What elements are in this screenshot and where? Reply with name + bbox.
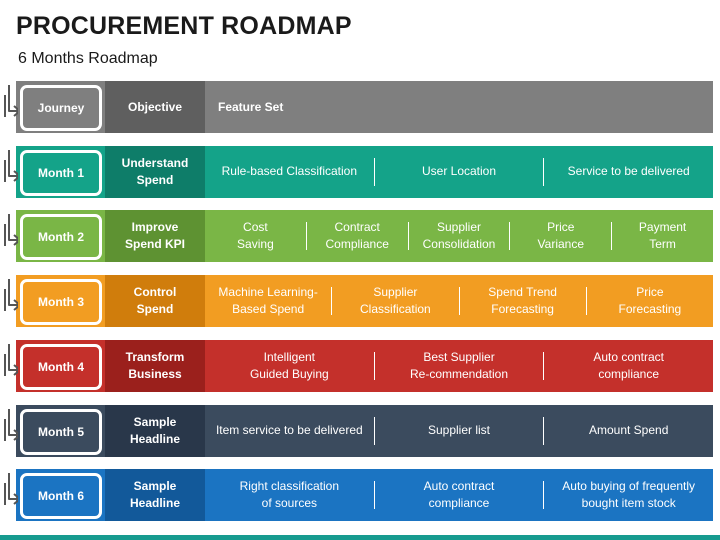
row-label: Month 2 (38, 230, 84, 245)
feature-item: Service to be delivered (567, 164, 690, 179)
feature-divider (373, 481, 375, 510)
feature-item: Supplier list (427, 423, 491, 437)
row-label-box: Month 3 (20, 279, 102, 326)
feature-divider (543, 416, 545, 445)
feature-divider (458, 287, 460, 316)
roadmap-row: Journey Objective Feature Set (0, 81, 720, 133)
feature-divider (373, 351, 375, 380)
row-label: Month 5 (38, 424, 84, 439)
feature-divider (373, 157, 375, 186)
row-label: Month 3 (38, 295, 84, 310)
row-label-box: Month 5 (20, 408, 102, 455)
row-features: Item service to be delivered Supplier lis… (205, 405, 713, 457)
row-label: Journey (37, 101, 85, 115)
feature-divider (407, 222, 409, 251)
row-objective: Objective (105, 81, 205, 133)
feature-item: Item service to be delivered (215, 423, 363, 437)
feature-divider (543, 157, 545, 186)
row-label: Month 1 (38, 165, 84, 180)
feature-item: Feature Set (218, 99, 284, 114)
feature-divider (331, 287, 333, 316)
row-label-box: Journey (20, 85, 102, 131)
feature-divider (611, 222, 613, 251)
feature-divider (585, 287, 587, 316)
feature-item: User Location (421, 164, 497, 179)
row-features: Feature Set (205, 81, 713, 133)
row-label-box: Month 1 (20, 149, 102, 196)
feature-item: Rule-based Classification (221, 164, 358, 179)
feature-item: Machine Learning-Based Spend (218, 285, 318, 317)
row-label-box: Month 4 (20, 343, 102, 390)
page-title: PROCUREMENT ROADMAP (16, 12, 352, 40)
row-label: Month 6 (38, 489, 84, 504)
page-subtitle: 6 Months Roadmap (18, 50, 158, 67)
feature-divider (543, 481, 545, 510)
feature-item: Amount Spend (588, 423, 669, 437)
bottom-accent-bar (0, 535, 720, 540)
feature-divider (373, 416, 375, 445)
row-features: Rule-based Classification User Location Se… (205, 146, 713, 198)
row-label-box: Month 6 (20, 473, 102, 520)
feature-divider (543, 351, 545, 380)
feature-divider (509, 222, 511, 251)
feature-divider (305, 222, 307, 251)
row-label-box: Month 2 (20, 214, 102, 261)
row-label: Month 4 (38, 359, 84, 374)
